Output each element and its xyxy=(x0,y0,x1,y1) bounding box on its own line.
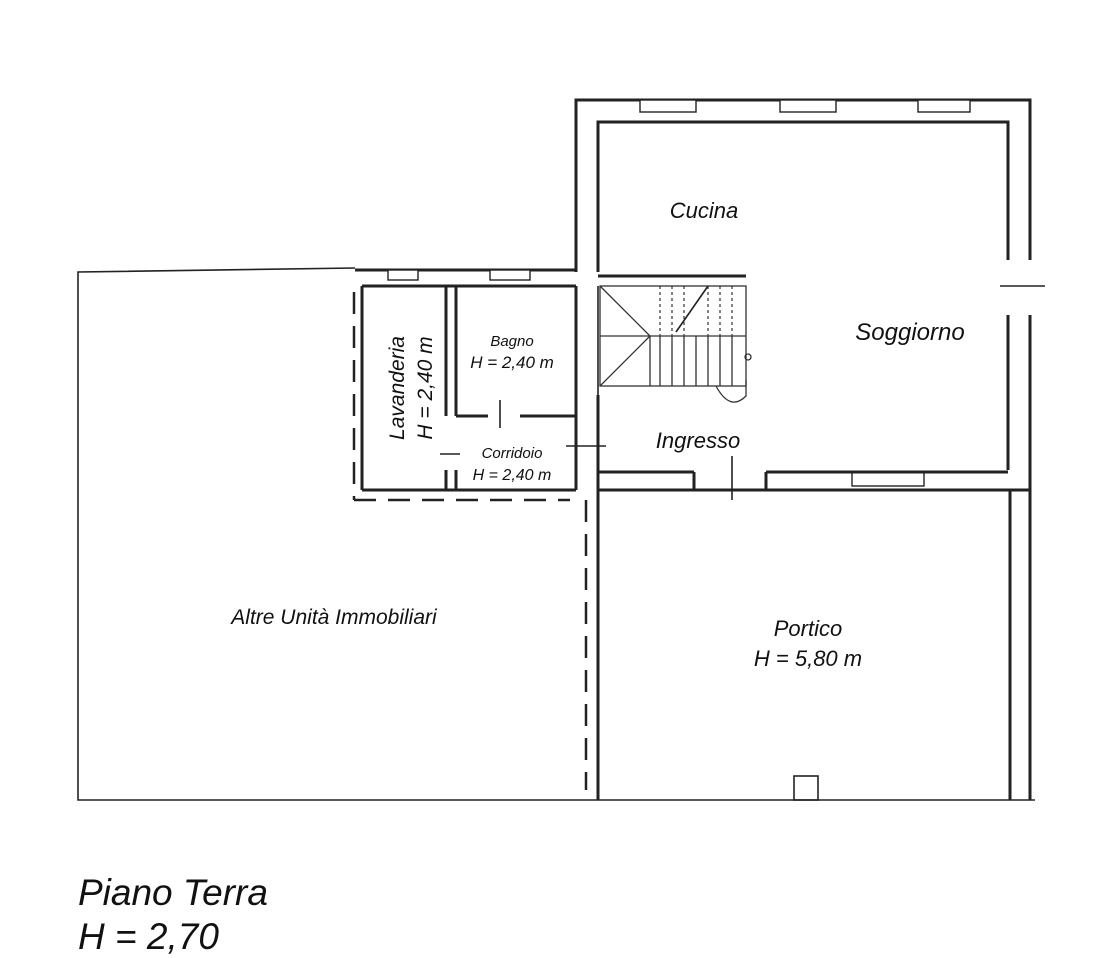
room-height-portico: H = 5,80 m xyxy=(754,646,862,671)
plan-subtitle: H = 2,70 xyxy=(78,916,219,957)
windows xyxy=(387,99,971,487)
room-label-corridoio: Corridoio xyxy=(482,445,543,462)
dashed-walls xyxy=(352,292,588,790)
window-top-1 xyxy=(639,99,697,113)
window-bagno xyxy=(489,269,531,281)
room-height-corridoio: H = 2,40 m xyxy=(473,467,552,484)
room-label-cucina: Cucina xyxy=(670,198,738,223)
window-portico xyxy=(851,471,925,487)
floor-plan-drawing: Cucina Soggiorno Bagno H = 2,40 m Lavand… xyxy=(77,98,1045,801)
window-top-2 xyxy=(779,99,837,113)
outer-walls xyxy=(77,98,1045,801)
room-label-lavanderia: Lavanderia xyxy=(386,336,409,440)
room-height-lavanderia: H = 2,40 m xyxy=(414,336,437,439)
staircase xyxy=(599,285,752,403)
plan-title: Piano Terra xyxy=(78,872,268,913)
room-height-bagno: H = 2,40 m xyxy=(470,353,554,372)
window-top-3 xyxy=(917,99,971,113)
room-label-ingresso: Ingresso xyxy=(656,428,740,453)
room-label-bagno: Bagno xyxy=(490,333,533,350)
floor-plan: Cucina Soggiorno Bagno H = 2,40 m Lavand… xyxy=(77,98,1045,801)
room-label-portico: Portico xyxy=(774,616,842,641)
interior-walls xyxy=(360,274,1030,801)
room-label-altre-unita: Altre Unità Immobiliari xyxy=(229,606,438,629)
window-lavanderia xyxy=(387,269,419,281)
room-label-soggiorno: Soggiorno xyxy=(855,319,964,346)
